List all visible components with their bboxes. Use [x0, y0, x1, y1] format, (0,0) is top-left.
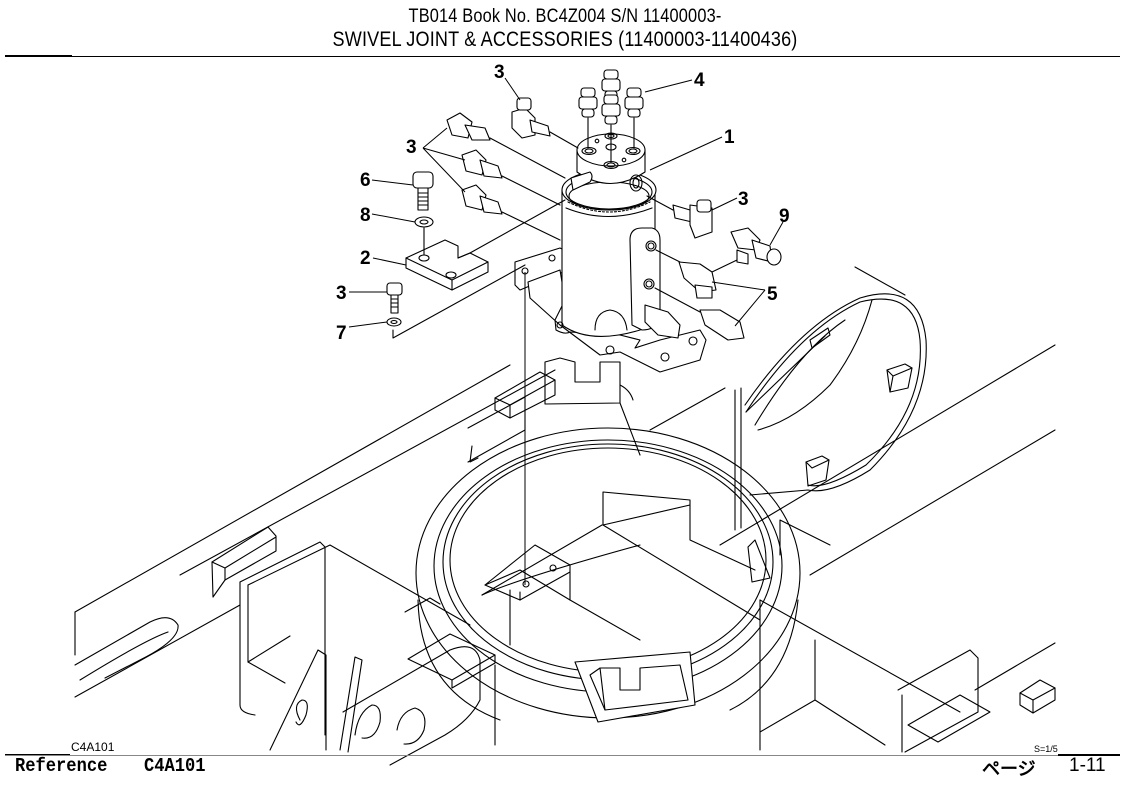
callout-3: 5 [767, 284, 778, 305]
plate-item-2 [392, 199, 566, 339]
callout-1: 1 [724, 127, 735, 148]
frame-structure [74, 266, 1056, 766]
callout-3: 3 [738, 189, 749, 210]
callout-8: 8 [360, 205, 371, 226]
callout-5: 3 [336, 283, 347, 304]
callout-3: 3 [406, 137, 417, 158]
swivel-joint-body [514, 132, 707, 373]
fittings-item-3 [446, 97, 745, 341]
page-number: 1-11 [1069, 755, 1106, 776]
reference-code: C4A101 [144, 755, 206, 777]
page-title: SWIVEL JOINT & ACCESSORIES (11400003-114… [332, 28, 798, 51]
bolt-item-5 [386, 282, 403, 314]
header-book-info: TB014 Book No. BC4Z004 S/N 11400003- [408, 6, 722, 27]
fittings-item-4 [578, 69, 644, 164]
reference-label: Reference [15, 755, 108, 777]
figure-code: C4A101 [71, 740, 115, 754]
callout-2: 2 [360, 248, 371, 269]
scale-label: S=1/5 [1034, 744, 1058, 754]
footer-rule [5, 755, 1120, 756]
bolt-item-6 [412, 171, 434, 211]
header-rule [5, 56, 1120, 57]
page-label: ページ [982, 759, 1036, 779]
callout-3: 3 [494, 62, 505, 83]
footer-rule-right [1058, 754, 1120, 756]
header-rule-left [5, 55, 72, 56]
callout-6: 6 [360, 170, 371, 191]
callout-7: 7 [336, 323, 347, 344]
slewing-ring [415, 427, 801, 723]
callouts: 3 4 1 3 6 8 3 9 2 5 3 7 [336, 62, 790, 344]
washer-item-7 [386, 317, 402, 327]
washer-item-8 [414, 216, 434, 256]
callout-4: 4 [694, 70, 705, 91]
callout-9: 9 [779, 206, 790, 227]
fitting-item-9 [711, 227, 782, 273]
